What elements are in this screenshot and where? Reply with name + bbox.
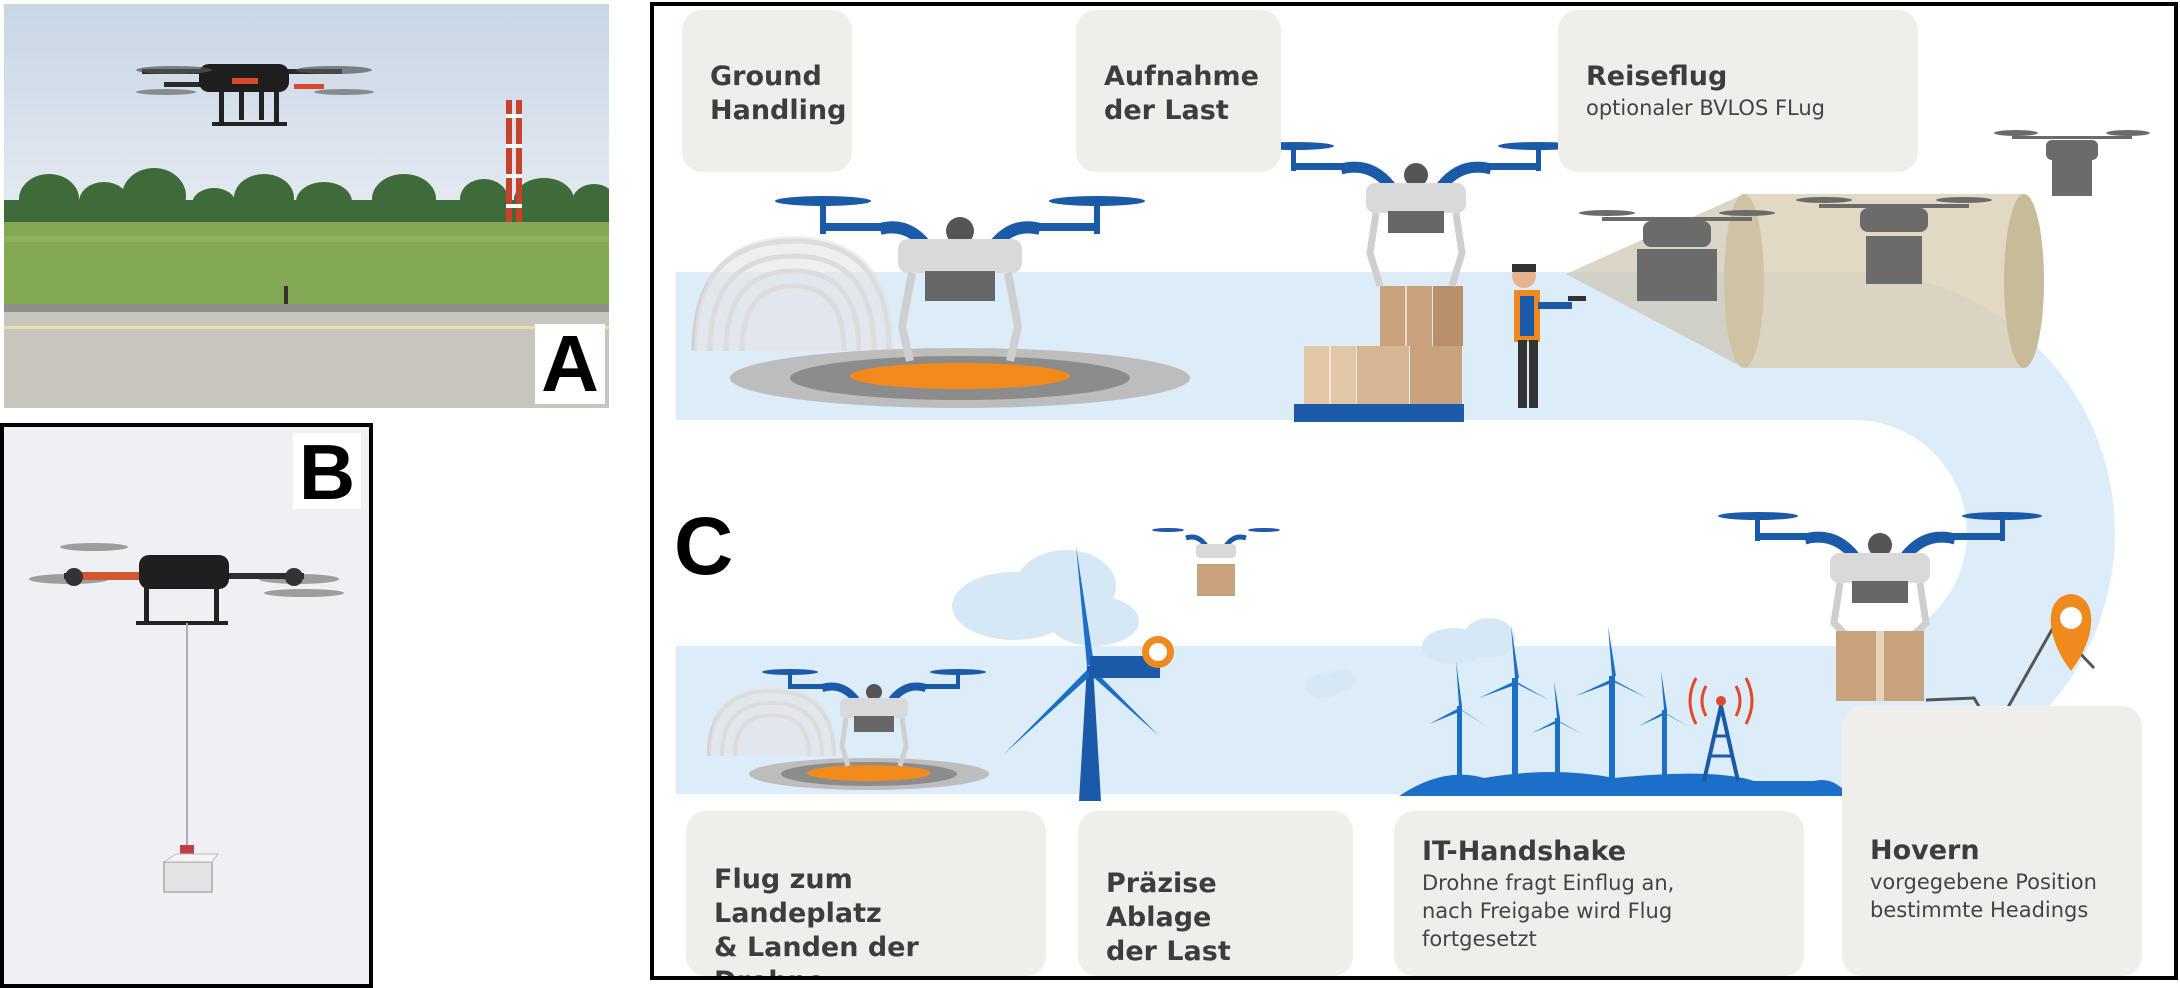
antenna-tower-icon <box>1688 677 1754 782</box>
landing-pad-icon <box>730 348 1190 408</box>
step-title: Hovern <box>1870 835 1980 866</box>
step-subtitle: optionaler BVLOS FLug <box>1586 96 1825 120</box>
panel-letter-c: C <box>674 501 734 592</box>
drone-landing-icon <box>762 669 986 767</box>
drone-load-photo <box>4 427 369 984</box>
drone-pickup-icon <box>1254 142 1578 288</box>
photo-panel-b: B <box>0 423 373 988</box>
step-card-flug-landeplatz: Flug zum Landeplatz & Landen der Drohne <box>686 811 1046 976</box>
operator-person-icon <box>1512 264 1586 408</box>
step-title: Aufnahme der Last <box>1104 61 1259 126</box>
drone-cruise-1-icon <box>1579 210 1775 301</box>
panel-letter-b: B <box>293 433 361 511</box>
panel-letter-a: A <box>535 324 605 404</box>
drone-ground-icon <box>775 196 1145 362</box>
pallet-boxes-icon <box>1294 286 1464 422</box>
step-title: Ground Handling <box>710 61 847 126</box>
step-card-ablage: Präzise Ablage der Last <box>1078 811 1353 976</box>
landing-pad-small-icon <box>749 758 989 790</box>
drone-transit-icon <box>1152 528 1280 596</box>
drone-a-icon <box>136 64 374 126</box>
drone-hover-icon <box>1718 512 2042 701</box>
cloud-icon <box>952 550 1515 698</box>
infographic-graphics <box>676 130 2150 801</box>
drone-cruise-2-icon <box>1796 197 1992 284</box>
step-title: Reiseflug <box>1586 61 1728 92</box>
step-card-aufnahme: Aufnahme der Last <box>1076 10 1281 172</box>
step-card-it-handshake: IT-Handshake Drohne fragt Einflug an, na… <box>1394 811 1804 976</box>
step-card-reiseflug: Reiseflug optionaler BVLOS FLug <box>1558 10 1918 172</box>
drone-b-icon <box>29 543 344 625</box>
process-infographic: C Ground Handling Aufnahme der Last Reis… <box>650 2 2178 980</box>
drone-cruise-3-icon <box>1994 130 2150 196</box>
location-pin-icon <box>1925 594 2096 736</box>
radio-tower <box>506 100 522 230</box>
drone-airfield-photo <box>4 4 609 408</box>
step-title: Flug zum Landeplatz & Landen der Drohne <box>714 864 919 976</box>
step-title: IT-Handshake <box>1422 836 1627 867</box>
tree-line <box>4 168 609 224</box>
step-subtitle: Drohne fragt Einflug an, nach Freigabe w… <box>1422 871 1675 951</box>
step-card-ground-handling: Ground Handling <box>682 10 852 172</box>
wind-turbine-icon <box>1004 546 1174 801</box>
photo-panel-a: A <box>4 4 609 408</box>
step-subtitle: vorgegebene Position bestimmte Headings <box>1870 870 2097 922</box>
step-card-hovern: Hovern vorgegebene Position bestimmte He… <box>1842 706 2142 976</box>
load-box-icon <box>162 845 219 893</box>
step-title: Präzise Ablage der Last <box>1106 868 1231 967</box>
